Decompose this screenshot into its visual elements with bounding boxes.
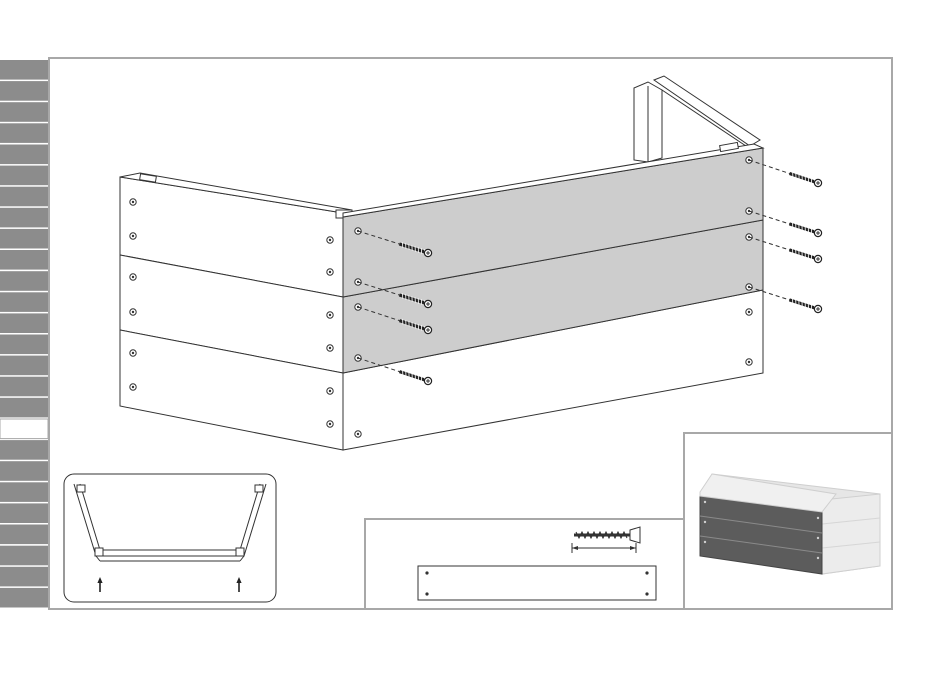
step-tab[interactable] — [0, 102, 48, 122]
screw-icon — [790, 172, 822, 187]
step-tab[interactable] — [0, 250, 48, 270]
step-tab-strip — [0, 60, 48, 608]
screw-hole-center — [329, 390, 331, 392]
step-tab[interactable] — [0, 187, 48, 207]
top-view-inset — [64, 474, 276, 602]
step-tab[interactable] — [0, 398, 48, 418]
step-tab[interactable] — [0, 461, 48, 481]
step-tab[interactable] — [0, 60, 48, 80]
step-tab[interactable] — [0, 503, 48, 523]
step-tab[interactable] — [0, 208, 48, 228]
step-tab[interactable] — [0, 313, 48, 333]
step-tab[interactable] — [0, 166, 48, 186]
screw-hole-center — [748, 311, 750, 313]
screw-icon — [789, 298, 821, 312]
step-tab[interactable] — [0, 335, 48, 355]
step-tab[interactable] — [0, 525, 48, 545]
left-side-boards — [120, 173, 352, 450]
assembly-illustration — [120, 76, 822, 450]
screw-hole-center — [357, 433, 359, 435]
step-tab[interactable] — [0, 546, 48, 566]
step-tab[interactable] — [0, 271, 48, 291]
screw-icon — [789, 222, 821, 236]
step-tab[interactable] — [0, 145, 48, 165]
step-tab[interactable] — [0, 377, 48, 397]
step-tab[interactable] — [0, 482, 48, 502]
top-view-frame — [64, 474, 276, 602]
step-tab[interactable] — [0, 229, 48, 249]
board-part-icon — [418, 566, 656, 600]
step-tab[interactable] — [0, 81, 48, 101]
step-tab[interactable] — [0, 567, 48, 587]
screw-hole-center — [132, 386, 134, 388]
screw-hole-center — [329, 347, 331, 349]
screw-hole-center — [132, 201, 134, 203]
screw-hole-center — [132, 352, 134, 354]
step-tab-active[interactable] — [0, 419, 48, 439]
step-tab[interactable] — [0, 292, 48, 312]
step-tab[interactable] — [0, 356, 48, 376]
preview-inset — [684, 433, 892, 609]
screw-hole-center — [132, 235, 134, 237]
screw-hole-center — [329, 314, 331, 316]
screw-hole-center — [329, 423, 331, 425]
parts-inset — [365, 519, 684, 609]
screw-hole-center — [132, 311, 134, 313]
screw-hole-center — [748, 361, 750, 363]
step-tab[interactable] — [0, 588, 48, 608]
step-tab[interactable] — [0, 440, 48, 460]
screw-hole-center — [329, 271, 331, 273]
screw-hole-center — [132, 276, 134, 278]
screw-hole-center — [329, 239, 331, 241]
screw-icon — [789, 248, 821, 262]
step-tab[interactable] — [0, 123, 48, 143]
